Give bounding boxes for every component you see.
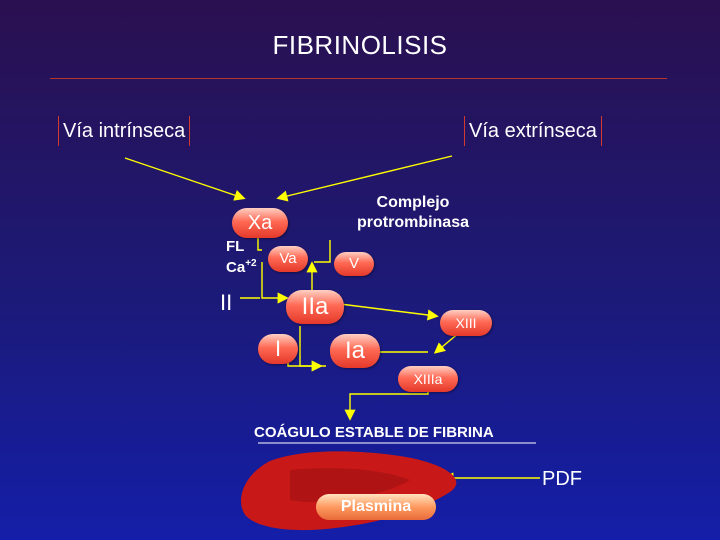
arrow-intrinsic-to-xa	[124, 157, 246, 201]
factor-i-pill: I	[258, 334, 298, 364]
factor-ii-label: II	[220, 290, 233, 315]
ca-superscript: +2	[245, 258, 257, 269]
factor-xa-pill: Xa	[232, 208, 288, 238]
plasmin-pill: Plasmina	[316, 494, 436, 520]
factor-xiii-pill: XIII	[440, 310, 492, 336]
intrinsic-pathway-label: Vía intrínseca	[58, 116, 191, 146]
pdf-label: PDF	[542, 468, 582, 490]
factor-xiiia-pill: XIIIa	[398, 366, 458, 392]
factor-ca-label: Ca+2	[226, 258, 257, 276]
line-iia-down	[299, 326, 326, 367]
prothrombinase-complex-label: Complejo protrombinasa	[338, 193, 488, 233]
ca-text: Ca	[226, 259, 246, 276]
factor-v-pill: V	[334, 252, 374, 276]
bracket-xa	[257, 236, 262, 251]
page-title: FIBRINOLISIS	[272, 30, 448, 60]
stable-fibrin-clot-label: COÁGULO ESTABLE DE FIBRINA	[254, 424, 494, 441]
factor-iia-pill: IIa	[286, 290, 344, 324]
arrow-extrinsic-to-xa	[276, 155, 453, 202]
title-divider	[50, 78, 667, 79]
prothrombinase-line2: protrombinasa	[356, 214, 469, 231]
prothrombinase-line1: Complejo	[376, 194, 450, 211]
factor-ia-pill: Ia	[330, 334, 380, 368]
extrinsic-pathway-label: Vía extrínseca	[464, 116, 602, 146]
arrow-iia-to-xiii	[339, 303, 439, 321]
factor-fl-label: FL	[226, 238, 245, 255]
bracket-va-v	[314, 240, 331, 263]
factor-va-pill: Va	[268, 246, 308, 272]
arrow-ii-to-iia	[261, 262, 289, 304]
